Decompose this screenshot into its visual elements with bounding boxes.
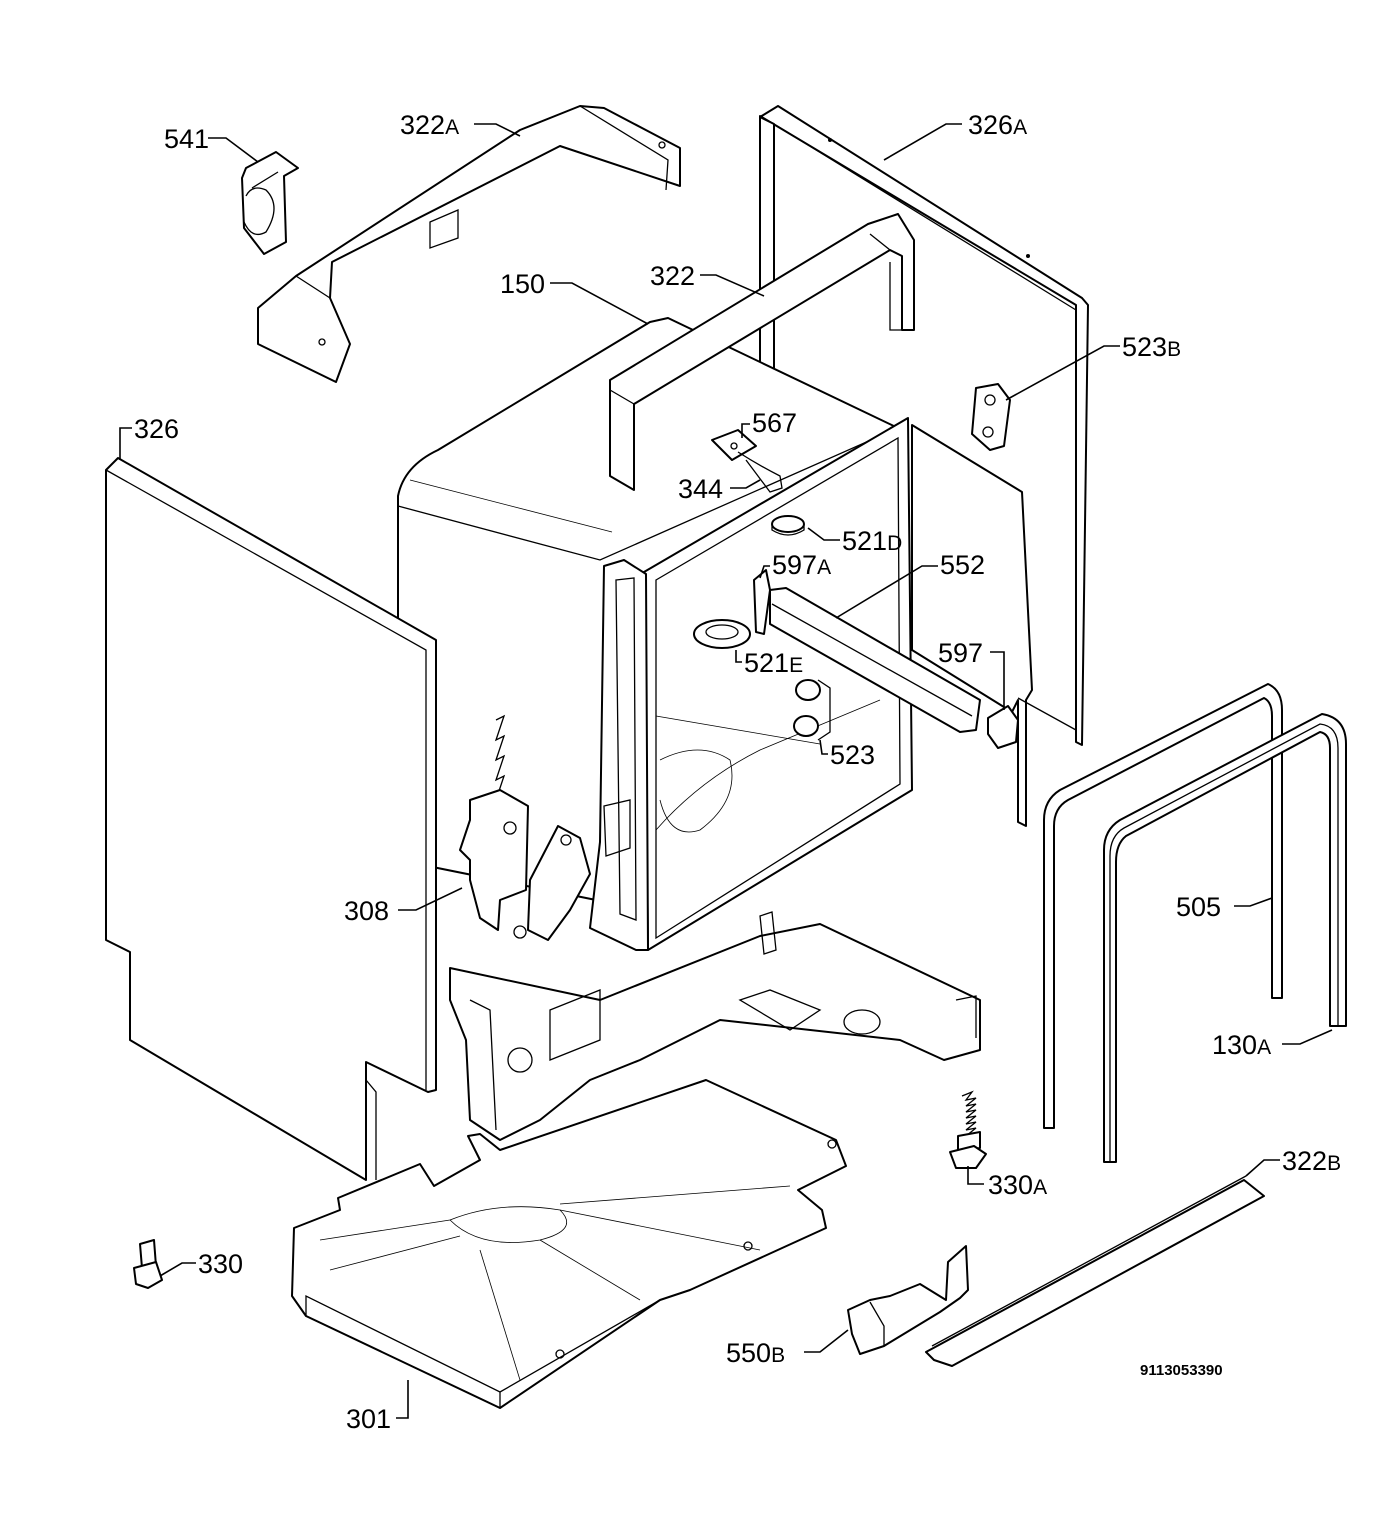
part-base-frame (449, 911, 981, 1141)
part-308-hinge (459, 714, 591, 941)
callout-523b: 523B (1122, 332, 1181, 362)
callout-541: 541 (164, 124, 209, 154)
callout-521e: 521E (744, 648, 803, 678)
callout-523: 523 (830, 740, 875, 770)
part-326-side-panel (105, 457, 437, 1181)
callout-308: 308 (344, 896, 389, 926)
part-552-rail (769, 587, 981, 733)
part-322-top-rail (609, 213, 915, 491)
part-330-leveling-foot (133, 1239, 163, 1289)
drawing-number: 9113053390 (1140, 1362, 1223, 1379)
part-597a-pin (753, 569, 771, 635)
part-330a-leveling-foot (949, 1090, 987, 1169)
callout-597a: 597A (772, 550, 831, 580)
callout-326: 326 (134, 414, 179, 444)
part-597-clip (987, 705, 1019, 749)
part-130a-seal (1103, 713, 1347, 1163)
part-322a-top-bracket (257, 105, 681, 383)
callout-521d: 521D (842, 526, 902, 556)
part-523b-grommet (971, 383, 1011, 451)
callout-322b: 322B (1282, 1146, 1341, 1176)
part-550b-bracket (847, 1245, 969, 1355)
callout-330a: 330A (988, 1170, 1047, 1200)
callout-150: 150 (500, 269, 545, 299)
callout-301: 301 (346, 1404, 391, 1434)
callout-130a: 130A (1212, 1030, 1271, 1060)
part-301-base-pan (291, 1079, 847, 1409)
part-523-grommets (793, 679, 831, 741)
callout-344: 344 (678, 474, 723, 504)
callout-567: 567 (752, 408, 797, 438)
callout-550b: 550B (726, 1338, 785, 1368)
part-505-seal (1043, 683, 1283, 1129)
callout-326a: 326A (968, 110, 1027, 140)
part-door-frame (589, 417, 913, 951)
part-541-clip (241, 151, 299, 255)
callout-322: 322 (650, 261, 695, 291)
callout-505: 505 (1176, 892, 1221, 922)
callout-labels: 541 322A 326A 150 322 523B 326 567 344 5… (134, 110, 1341, 1434)
part-521d-plug (771, 515, 805, 536)
part-567-bracket (711, 429, 757, 461)
leader-lines (119, 123, 1333, 1419)
callout-552: 552 (940, 550, 985, 580)
callout-322a: 322A (400, 110, 459, 140)
callout-597: 597 (938, 638, 983, 668)
part-322b-strip (925, 1175, 1265, 1367)
part-344-spring (737, 451, 783, 493)
part-521e-ring (693, 619, 751, 649)
callout-330: 330 (198, 1249, 243, 1279)
